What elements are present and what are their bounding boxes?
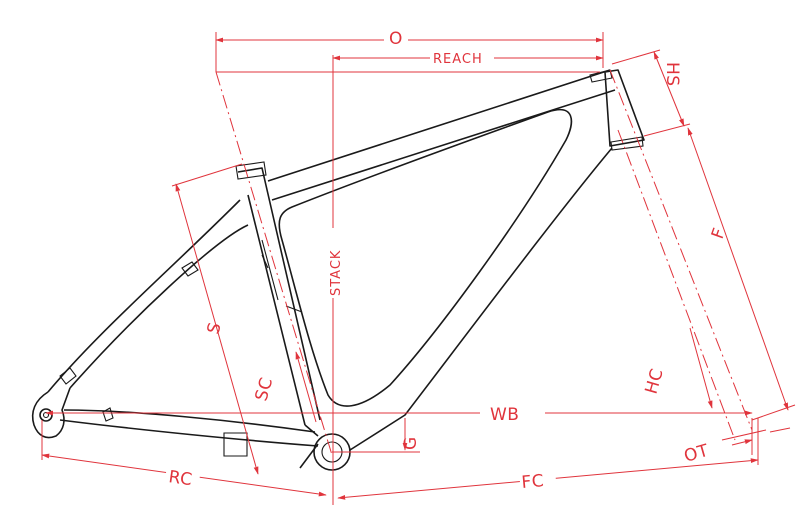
headset-top-cup — [589, 69, 613, 83]
label-f: F — [708, 225, 730, 242]
seat-stay-bridge — [181, 261, 199, 277]
sc-dimension-line — [295, 351, 317, 423]
head-tube — [604, 69, 645, 147]
hs-dimension-line — [653, 51, 685, 127]
label-stack: STACK — [329, 250, 344, 296]
dimension-labels: O REACH HS STACK F S SC HC WB G OT RC FC — [164, 27, 730, 496]
label-reach: REACH — [433, 52, 483, 67]
brake-mount — [59, 367, 77, 385]
headset-bottom-cup — [610, 136, 644, 151]
seat-clamp — [235, 161, 267, 180]
label-hc: HC — [642, 366, 668, 396]
chain-stay — [59, 409, 319, 447]
label-fc: FC — [521, 471, 545, 493]
label-s: S — [204, 320, 226, 336]
steering-axis — [609, 69, 753, 431]
f-dimension-line — [687, 127, 789, 411]
hc-dimension-line — [689, 327, 713, 409]
s-dimension-line — [175, 183, 259, 475]
seat-stay — [47, 199, 249, 393]
seat-tube-axis — [215, 71, 333, 456]
label-rc: RC — [167, 467, 193, 490]
chain-stay-plate — [223, 432, 248, 457]
ot-dimension-line — [731, 439, 753, 446]
label-g: G — [401, 436, 421, 450]
top-tube — [267, 69, 616, 201]
dimension-lines — [41, 32, 796, 505]
chain-stay-bridge — [102, 407, 114, 422]
rear-dropout — [31, 387, 71, 439]
label-sc: SC — [252, 375, 278, 403]
front-triangle-inner — [278, 109, 573, 407]
label-wb: WB — [490, 405, 519, 425]
label-hs: HS — [662, 62, 682, 87]
down-tube — [349, 147, 613, 451]
seat-tube — [237, 167, 321, 426]
label-ot: OT — [682, 441, 711, 467]
seat-tube-detail — [261, 239, 303, 313]
rear-axle — [39, 408, 53, 422]
label-o: O — [389, 29, 403, 49]
